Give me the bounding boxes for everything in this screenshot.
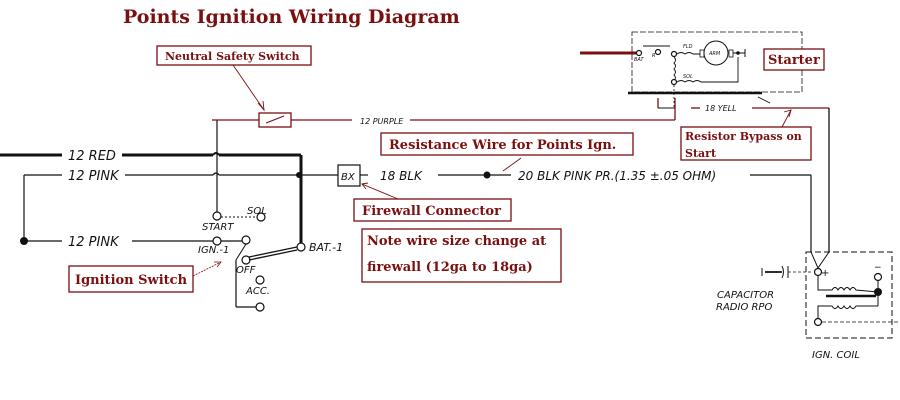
wire-18-yell bbox=[657, 98, 830, 252]
wire-label-12-purple: 12 PURPLE bbox=[360, 117, 404, 126]
starter-bat-label: BAT bbox=[634, 57, 644, 63]
capacitor-label-line1: CAPACITOR bbox=[717, 290, 774, 301]
diagram-title: Points Ignition Wiring Diagram bbox=[123, 6, 460, 28]
coil-plus-label: + bbox=[821, 268, 829, 279]
callout-starter-text: Starter bbox=[768, 53, 820, 68]
wire-12-pink-bottom bbox=[20, 237, 244, 245]
callout-note-line1: Note wire size change at bbox=[367, 234, 546, 249]
callout-resistance-wire-text: Resistance Wire for Points Ign. bbox=[389, 138, 616, 153]
wire-12-pink-top bbox=[23, 172, 338, 241]
wire-label-20-blk: 20 BLK PINK PR.(1.35 ±.05 OHM) bbox=[518, 169, 716, 183]
starter-symbol bbox=[580, 31, 803, 108]
wire-label-18-yell: 18 YELL bbox=[705, 104, 737, 113]
callout-firewall-connector-text: Firewall Connector bbox=[362, 204, 501, 219]
starter-fld-label: FLD bbox=[683, 44, 693, 50]
wire-label-12-pink-top: 12 PINK bbox=[68, 169, 120, 184]
callout-resistor-bypass: Resistor Bypass on Start bbox=[680, 109, 812, 161]
callout-starter: Starter bbox=[763, 48, 825, 71]
ign-coil-label: IGN. COIL bbox=[812, 350, 860, 361]
bx-connector-label: BX bbox=[341, 172, 356, 183]
callout-neutral-safety-switch-text: Neutral Safety Switch bbox=[165, 50, 300, 63]
ign-pos-ign: IGN.-1 bbox=[198, 245, 229, 256]
callout-ignition-switch: Ignition Switch bbox=[68, 261, 222, 293]
coil-minus-label: − bbox=[874, 263, 882, 273]
wire-label-12-pink-bottom: 12 PINK bbox=[68, 235, 120, 250]
callout-note-wire-size: Note wire size change at firewall (12ga … bbox=[361, 228, 562, 283]
ignition-switch-symbol bbox=[212, 211, 306, 312]
wire-20-blk bbox=[750, 174, 812, 252]
starter-r-label: R bbox=[652, 53, 655, 59]
ign-pos-start: START bbox=[202, 222, 234, 233]
callout-firewall-connector: Firewall Connector bbox=[353, 182, 512, 222]
ign-pos-acc: ACC. bbox=[245, 286, 270, 297]
ignition-coil-symbol bbox=[761, 251, 898, 339]
starter-arm-label: ARM bbox=[708, 51, 721, 57]
wire-label-12-red: 12 RED bbox=[68, 149, 116, 164]
wire-label-18-blk: 18 BLK bbox=[380, 169, 423, 183]
wire-18-blk bbox=[360, 171, 511, 179]
bx-connector: BX bbox=[337, 164, 361, 187]
ign-pos-sol: SOL bbox=[247, 206, 267, 217]
wire-12-red bbox=[0, 152, 303, 247]
ign-pos-bat: BAT.-1 bbox=[309, 241, 343, 254]
capacitor-label-line2: RADIO RPO bbox=[716, 302, 772, 313]
callout-neutral-safety-switch: Neutral Safety Switch bbox=[156, 45, 312, 112]
callout-ignition-switch-text: Ignition Switch bbox=[75, 273, 188, 288]
callout-note-line2: firewall (12ga to 18ga) bbox=[367, 260, 533, 275]
callout-resistor-bypass-line2: Start bbox=[685, 147, 717, 160]
callout-resistor-bypass-line1: Resistor Bypass on bbox=[685, 130, 802, 143]
wire-12-purple bbox=[212, 98, 676, 121]
callout-resistance-wire: Resistance Wire for Points Ign. bbox=[380, 132, 634, 172]
ign-pos-off: OFF bbox=[236, 265, 256, 276]
starter-sol-label: SOL bbox=[683, 74, 693, 80]
neutral-safety-switch-symbol bbox=[258, 112, 292, 128]
